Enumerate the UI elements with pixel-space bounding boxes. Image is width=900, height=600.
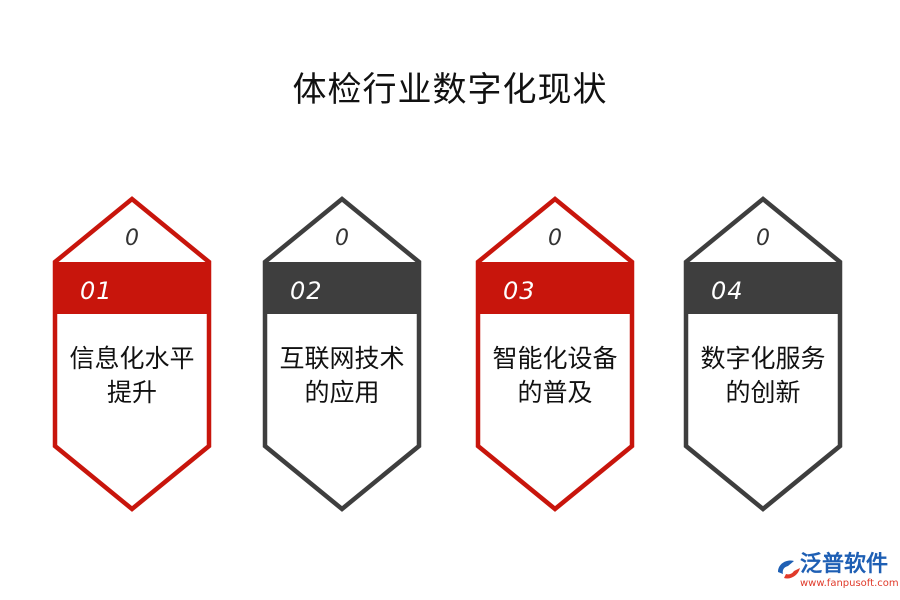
card-4-label: 数字化服务 的创新 (693, 342, 833, 410)
card-1-tag: 0 (125, 226, 139, 251)
card-3: 0 03 智能化设备 的普及 (475, 196, 635, 512)
card-2: 0 02 互联网技术 的应用 (262, 196, 422, 512)
card-2-tag: 0 (335, 226, 349, 251)
brand-url: www.fanpusoft.com (800, 578, 899, 589)
card-2-hexagon (262, 196, 422, 512)
diagram-title: 体检行业数字化现状 (292, 70, 608, 110)
card-1-label-line1: 信息化水平 (69, 344, 195, 373)
card-1-label-line2: 提升 (106, 378, 157, 407)
card-4-number: 04 (711, 277, 744, 305)
card-1-label: 信息化水平 提升 (62, 342, 202, 410)
brand-logo: 泛普软件 www.fanpusoft.com (774, 552, 899, 596)
card-4-hexagon (683, 196, 843, 512)
card-3-label-line2: 的普及 (517, 378, 593, 407)
card-1-number: 01 (80, 277, 113, 305)
card-3-label-line1: 智能化设备 (492, 344, 618, 373)
card-4-tag: 0 (756, 226, 770, 251)
card-3-label: 智能化设备 的普及 (485, 342, 625, 410)
card-2-label-line2: 的应用 (304, 378, 380, 407)
card-4-label-line2: 的创新 (725, 378, 801, 407)
card-3-number: 03 (503, 277, 536, 305)
card-2-label: 互联网技术 的应用 (272, 342, 412, 410)
card-2-label-line1: 互联网技术 (279, 344, 405, 373)
card-3-hexagon (475, 196, 635, 512)
card-3-tag: 0 (548, 226, 562, 251)
card-4: 0 04 数字化服务 的创新 (683, 196, 843, 512)
card-2-number: 02 (290, 277, 323, 305)
card-4-label-line1: 数字化服务 (700, 344, 826, 373)
card-1: 0 01 信息化水平 提升 (52, 196, 212, 512)
card-1-hexagon (52, 196, 212, 512)
brand-name: 泛普软件 (800, 552, 889, 577)
brand-logo-icon (778, 560, 800, 579)
